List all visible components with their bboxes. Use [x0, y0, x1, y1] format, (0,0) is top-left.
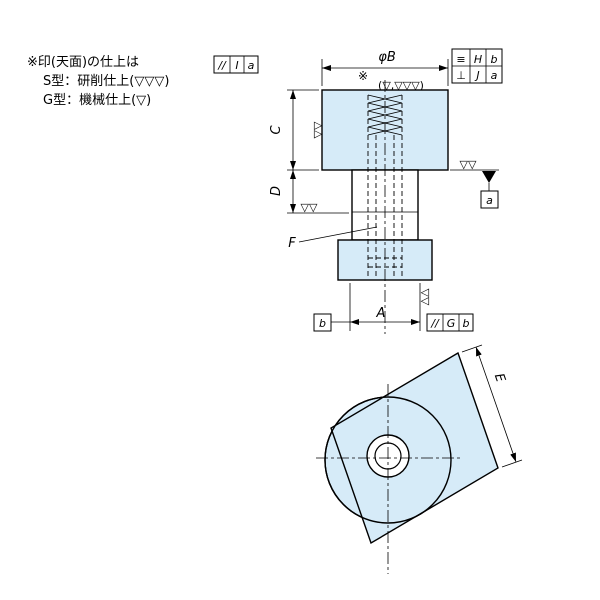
fcf-datum-letter: a: [248, 59, 255, 72]
note-line-1: ※印(天面)の仕上は: [27, 55, 139, 70]
parallelism-icon: //: [430, 317, 440, 330]
reference-mark: ※: [358, 69, 368, 83]
datum-b-label: b: [319, 317, 326, 330]
phi-b-label: φB: [378, 50, 396, 65]
f-label: F: [288, 236, 296, 251]
fcf-right-stack: ≡ H b ⊥ J a: [451, 48, 503, 84]
note-line-2: S型：研削仕上(▽▽▽): [43, 74, 169, 89]
finish-notes: ※印(天面)の仕上は S型：研削仕上(▽▽▽) G型：機械仕上(▽): [27, 55, 169, 108]
surface-finish-icon: ▽▽: [311, 121, 324, 138]
bottom-view-circle-outline: [324, 396, 452, 524]
datum-b-box: [313, 313, 332, 332]
surface-finish-icon: ▽▽: [460, 158, 477, 171]
bottom-view: E: [316, 344, 523, 574]
datum-a-box: [480, 190, 499, 209]
fcf-tolerance-letter: J: [474, 69, 479, 82]
fcf-datum-letter: a: [491, 69, 498, 82]
top-finish-note: (▽,▽▽▽): [378, 79, 424, 92]
parallelism-icon: //: [217, 59, 227, 72]
fcf-tolerance-letter: I: [235, 59, 238, 72]
perpendicularity-icon: ⊥: [456, 69, 466, 82]
a-label: A: [376, 306, 386, 321]
symmetry-icon: ≡: [456, 53, 465, 66]
d-label: D: [269, 186, 284, 196]
fcf-parallel-g-box: [426, 313, 474, 332]
c-label: C: [269, 125, 284, 135]
fcf-datum-letter: b: [463, 317, 470, 330]
datum-a-label: a: [486, 194, 493, 207]
f-leader-line: [298, 226, 378, 243]
e-label: E: [491, 372, 508, 385]
side-view: ※ (▽,▽▽▽) φB C D ▽▽ ▽▽ ▽▽ ▽▽ a F A: [269, 50, 499, 334]
fcf-datum-letter: b: [491, 53, 498, 66]
e-dimension-line: [475, 346, 517, 463]
note-line-3: G型：機械仕上(▽): [43, 93, 151, 108]
surface-finish-icon: ▽▽: [419, 289, 432, 306]
fcf-parallel-i: // I a: [213, 55, 259, 74]
extension-line: [461, 344, 483, 353]
datum-triangle-icon: [482, 171, 496, 183]
surface-finish-icon: ▽▽: [301, 201, 318, 214]
fcf-tolerance-letter: G: [447, 317, 456, 330]
thread-hatch: [367, 94, 403, 136]
fcf-parallel-i-box: [213, 55, 259, 74]
fcf-tolerance-letter: H: [474, 53, 482, 66]
extension-line: [501, 459, 523, 468]
